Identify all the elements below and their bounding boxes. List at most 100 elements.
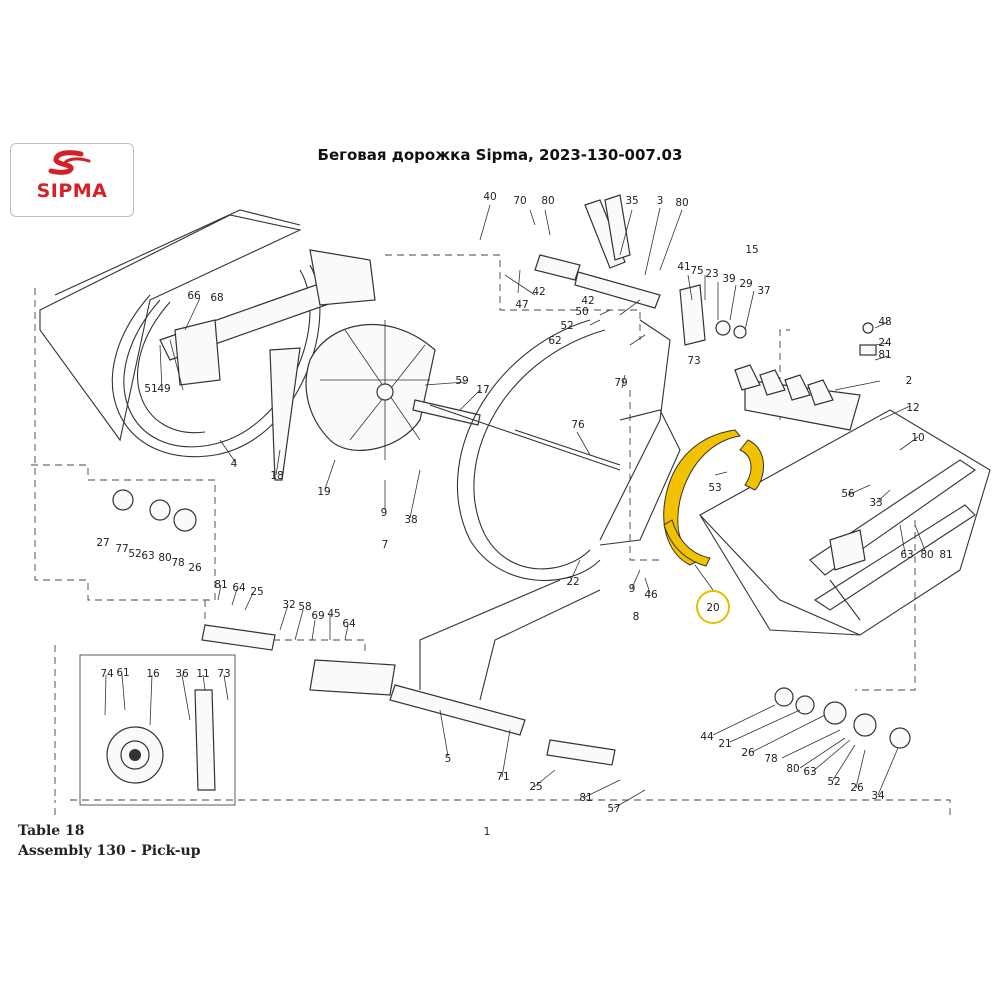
callout-36: 36 <box>175 668 189 680</box>
callout-81: 81 <box>939 549 952 561</box>
callout-26: 26 <box>850 782 864 794</box>
side-frame <box>699 409 991 636</box>
callout-12: 12 <box>906 402 919 414</box>
callout-63: 63 <box>803 766 816 778</box>
page-title: Беговая дорожка Sipma, 2023-130-007.03 <box>317 146 683 164</box>
callout-81: 81 <box>878 349 891 361</box>
callout-52: 52 <box>827 776 840 788</box>
callout-5: 5 <box>445 753 452 765</box>
callout-2: 2 <box>906 375 913 387</box>
callout-53: 53 <box>708 482 721 494</box>
callout-80: 80 <box>786 763 799 775</box>
callout-46: 46 <box>644 589 658 601</box>
callout-81: 81 <box>579 792 592 804</box>
callout-64: 64 <box>232 582 246 594</box>
callout-71: 71 <box>496 771 509 783</box>
callout-77: 77 <box>115 543 128 555</box>
callout-29: 29 <box>739 278 752 290</box>
drum-19 <box>305 324 436 451</box>
table-caption: Table 18 <box>18 823 85 839</box>
callout-32: 32 <box>282 599 295 611</box>
callout-66: 66 <box>187 290 201 302</box>
callout-45: 45 <box>327 608 340 620</box>
callout-38: 38 <box>404 514 417 526</box>
callout-1: 1 <box>484 826 491 838</box>
callout-79: 79 <box>614 377 627 389</box>
callout-42: 42 <box>581 295 594 307</box>
callout-26: 26 <box>741 747 755 759</box>
callout-59: 59 <box>455 375 468 387</box>
callout-48: 48 <box>878 316 891 328</box>
callout-41: 41 <box>677 261 690 273</box>
callout-16: 16 <box>146 668 160 680</box>
callout-40: 40 <box>483 191 496 203</box>
callout-52: 52 <box>560 320 573 332</box>
callout-80: 80 <box>541 195 554 207</box>
callout-80: 80 <box>158 552 171 564</box>
callout-50: 50 <box>575 306 588 318</box>
callout-ring-20 <box>696 590 730 624</box>
callout-61: 61 <box>116 667 129 679</box>
logo-wordmark: SIPMA <box>36 180 108 202</box>
callout-26: 26 <box>188 562 202 574</box>
callout-4: 4 <box>231 458 238 470</box>
assembly-boundary <box>30 288 216 601</box>
callout-21: 21 <box>718 738 731 750</box>
callout-23: 23 <box>705 268 718 280</box>
callout-78: 78 <box>764 753 777 765</box>
callout-63: 63 <box>141 550 154 562</box>
callout-33: 33 <box>869 497 882 509</box>
callout-42: 42 <box>532 286 545 298</box>
cam-track-20 <box>663 429 741 566</box>
callout-75: 75 <box>690 265 703 277</box>
callout-37: 37 <box>757 285 770 297</box>
callout-80: 80 <box>675 197 688 209</box>
callout-80: 80 <box>920 549 933 561</box>
callout-56: 56 <box>841 488 855 500</box>
callout-70: 70 <box>513 195 526 207</box>
callout-22: 22 <box>566 576 579 588</box>
assembly-caption: Assembly 130 - Pick-up <box>18 843 201 859</box>
callout-19: 19 <box>317 486 330 498</box>
callout-9: 9 <box>629 583 636 595</box>
callout-57: 57 <box>607 803 620 815</box>
callout-64: 64 <box>342 618 356 630</box>
callout-52: 52 <box>128 548 141 560</box>
callout-47: 47 <box>515 299 528 311</box>
callout-11: 11 <box>196 668 209 680</box>
callout-25: 25 <box>529 781 542 793</box>
callout-15: 15 <box>745 244 758 256</box>
callout-35: 35 <box>625 195 638 207</box>
callout-34: 34 <box>871 790 885 802</box>
callout-63: 63 <box>900 549 913 561</box>
callout-18: 18 <box>270 470 283 482</box>
callout-78: 78 <box>171 557 184 569</box>
callout-44: 44 <box>700 731 714 743</box>
callout-10: 10 <box>911 432 924 444</box>
callout-25: 25 <box>250 586 263 598</box>
belt-guide-22 <box>456 319 601 582</box>
callout-9: 9 <box>381 507 388 519</box>
callout-3: 3 <box>657 195 664 207</box>
callout-49: 49 <box>157 383 170 395</box>
callout-62: 62 <box>548 335 561 347</box>
callout-24: 24 <box>878 337 892 349</box>
callout-8: 8 <box>633 611 640 623</box>
sipma-logo-mark <box>48 150 91 175</box>
callout-39: 39 <box>722 273 735 285</box>
callout-20: 20 <box>706 602 719 614</box>
callout-68: 68 <box>210 292 223 304</box>
callout-27: 27 <box>96 537 109 549</box>
callout-73: 73 <box>217 668 230 680</box>
callout-51: 51 <box>144 383 157 395</box>
callout-76: 76 <box>571 419 585 431</box>
callout-69: 69 <box>311 610 324 622</box>
callout-74: 74 <box>100 668 114 680</box>
callout-73: 73 <box>687 355 700 367</box>
callout-7: 7 <box>382 539 389 551</box>
callout-81: 81 <box>214 579 227 591</box>
detail-inset <box>79 654 236 806</box>
